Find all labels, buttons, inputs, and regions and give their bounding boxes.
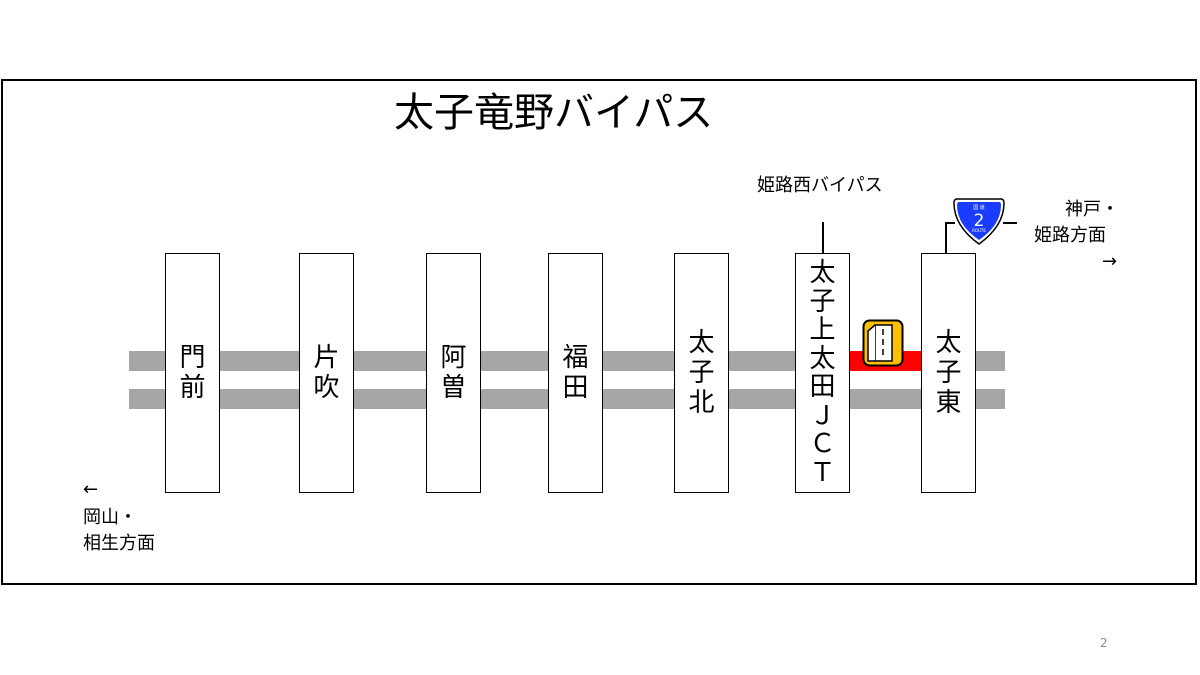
station-taishi-higashi[interactable]: 太 子 東 xyxy=(921,253,976,493)
station-taishi-kita[interactable]: 太 子 北 xyxy=(674,253,729,493)
east-direction-line2: 姫路方面 xyxy=(1034,225,1106,246)
connection-label: 姫路西バイパス xyxy=(757,175,883,196)
station-name: 阿 曽 xyxy=(440,343,467,403)
route-shield-number: 2 xyxy=(974,211,985,231)
page-number: 2 xyxy=(1100,636,1108,650)
route-shield-bottom-text: ROUTE xyxy=(972,228,986,233)
diagram-frame xyxy=(1,79,1197,585)
station-fukuda[interactable]: 福 田 xyxy=(548,253,603,493)
east-direction-line1: 神戸・ xyxy=(1065,199,1119,220)
west-direction-line2: 相生方面 xyxy=(83,533,155,554)
station-name: 片 吹 xyxy=(313,343,340,403)
road-closure-icon xyxy=(862,319,904,367)
station-aso[interactable]: 阿 曽 xyxy=(426,253,481,493)
diagram-title: 太子竜野バイパス xyxy=(394,90,714,136)
connector-line-route2-vertical xyxy=(945,222,947,253)
station-name: 門 前 xyxy=(179,343,206,403)
west-arrow-icon: ← xyxy=(83,479,99,500)
station-mon-mae[interactable]: 門 前 xyxy=(165,253,220,493)
route-shield-top-text: 国 道 xyxy=(973,204,985,211)
station-name: 太 子 上 太 田 Ｊ Ｃ Ｔ xyxy=(809,258,836,488)
west-direction-line1: 岡山・ xyxy=(83,507,137,528)
connector-line-route2-left xyxy=(945,222,955,224)
connector-line-route2-right xyxy=(1003,222,1017,224)
station-katabuki[interactable]: 片 吹 xyxy=(299,253,354,493)
east-arrow-icon: → xyxy=(1102,251,1118,272)
route-2-shield-icon: 国 道 2 ROUTE xyxy=(953,198,1005,245)
connector-line-himeji-nishi xyxy=(822,222,824,253)
station-taishi-kamiota-jct[interactable]: 太 子 上 太 田 Ｊ Ｃ Ｔ xyxy=(795,253,850,493)
station-name: 太 子 北 xyxy=(688,328,715,418)
station-name: 太 子 東 xyxy=(935,328,962,418)
station-name: 福 田 xyxy=(562,343,589,403)
